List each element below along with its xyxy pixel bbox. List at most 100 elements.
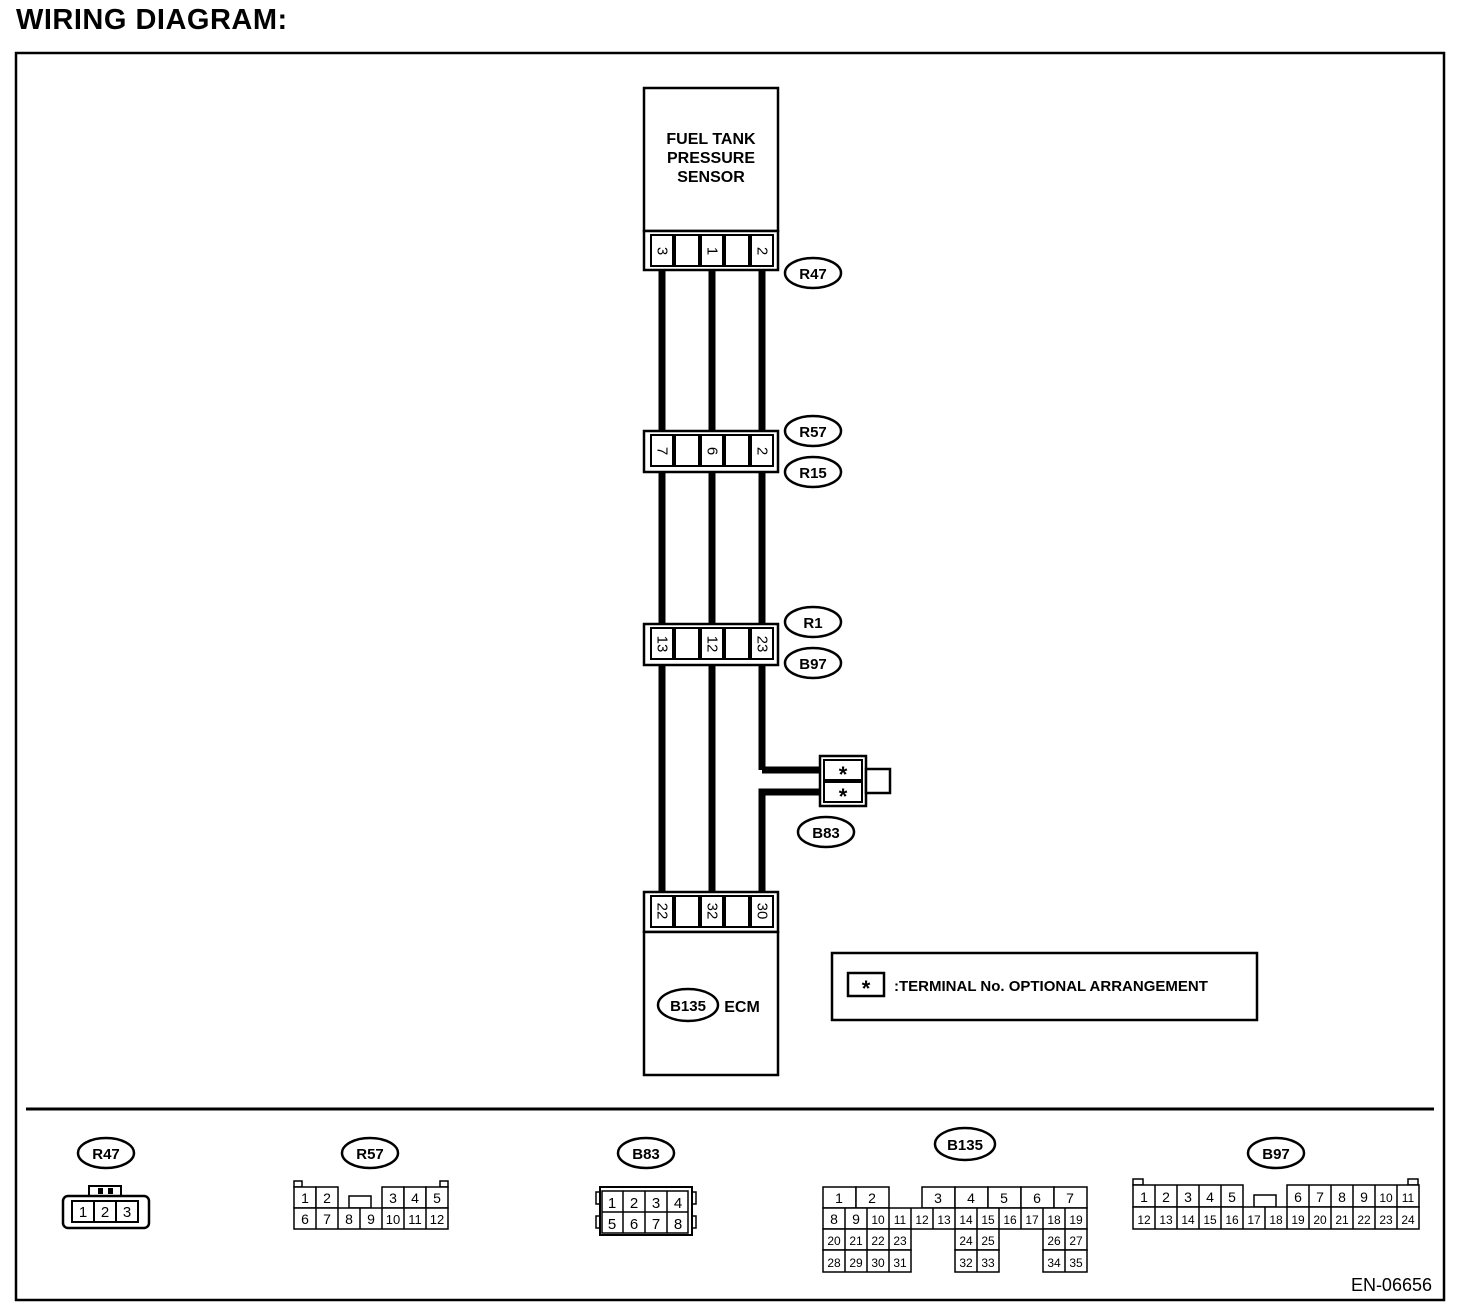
page-title: WIRING DIAGRAM: bbox=[16, 4, 288, 36]
r1-pin-23: 23 bbox=[754, 636, 771, 653]
svg-text:16: 16 bbox=[1003, 1213, 1017, 1227]
face-b135: B135 bbox=[822, 1126, 1088, 1273]
svg-text:23: 23 bbox=[893, 1234, 907, 1248]
sensor-label-line-2: PRESSURE bbox=[667, 150, 755, 167]
svg-text:6: 6 bbox=[1033, 1190, 1041, 1206]
svg-text:25: 25 bbox=[981, 1234, 995, 1248]
r47-pin-2: 2 bbox=[754, 247, 771, 255]
ecm-connector-strip: 22 32 30 bbox=[642, 890, 780, 934]
svg-text:12: 12 bbox=[915, 1213, 929, 1227]
svg-text:R47: R47 bbox=[92, 1146, 120, 1163]
svg-text:5: 5 bbox=[433, 1190, 441, 1206]
tag-r1: R1 bbox=[783, 605, 843, 639]
ecm-box: B135 ECM bbox=[642, 930, 780, 1077]
svg-text:7: 7 bbox=[652, 1216, 660, 1233]
svg-text:26: 26 bbox=[1047, 1234, 1061, 1248]
b135-face-labels: 1 2 3 4 5 6 7 8 9 10 11 12 13 14 15 16 1… bbox=[827, 1190, 1083, 1270]
svg-text:23: 23 bbox=[1379, 1213, 1393, 1227]
svg-text:1: 1 bbox=[79, 1204, 87, 1221]
sensor-label-line-3: SENSOR bbox=[677, 169, 745, 186]
connector-r57-r15: 7 6 2 bbox=[642, 429, 780, 474]
svg-text:18: 18 bbox=[1047, 1213, 1061, 1227]
r47-pin-1: 1 bbox=[704, 247, 721, 255]
face-r57: R57 1 2 3 4 5 6 7 8 9 10 11 12 bbox=[293, 1136, 449, 1230]
svg-text:17: 17 bbox=[1247, 1213, 1261, 1227]
r57-pin-2: 2 bbox=[754, 447, 771, 455]
svg-text:1: 1 bbox=[608, 1195, 616, 1212]
svg-text:6: 6 bbox=[301, 1211, 309, 1227]
svg-text:35: 35 bbox=[1069, 1256, 1083, 1270]
r1-pin-12: 12 bbox=[704, 636, 721, 653]
ecm-connector-tag: B135 bbox=[670, 998, 706, 1015]
svg-text:21: 21 bbox=[1335, 1213, 1349, 1227]
svg-text:34: 34 bbox=[1047, 1256, 1061, 1270]
svg-text:11: 11 bbox=[408, 1212, 422, 1227]
svg-text:7: 7 bbox=[323, 1211, 331, 1227]
svg-text:8: 8 bbox=[674, 1216, 682, 1233]
svg-text:24: 24 bbox=[1401, 1213, 1415, 1227]
svg-text:7: 7 bbox=[1066, 1190, 1074, 1206]
diagram-frame bbox=[14, 51, 1446, 1302]
svg-text:30: 30 bbox=[871, 1256, 885, 1270]
wire-3c-from-b83 bbox=[758, 788, 825, 896]
r57-pin-7: 7 bbox=[654, 447, 671, 455]
svg-text:B83: B83 bbox=[632, 1146, 660, 1163]
svg-text:R1: R1 bbox=[803, 615, 822, 632]
b135-pin-32: 32 bbox=[704, 903, 721, 920]
r57-pin-6: 6 bbox=[704, 447, 721, 455]
svg-text:15: 15 bbox=[1203, 1213, 1217, 1227]
svg-text:3: 3 bbox=[652, 1195, 660, 1212]
tag-b97: B97 bbox=[783, 646, 843, 680]
tag-r15: R15 bbox=[783, 455, 843, 489]
svg-text:5: 5 bbox=[1228, 1189, 1236, 1205]
svg-text:11: 11 bbox=[1402, 1191, 1415, 1205]
tag-r47: R47 bbox=[783, 256, 843, 290]
svg-text:3: 3 bbox=[389, 1190, 397, 1206]
svg-text:17: 17 bbox=[1025, 1213, 1039, 1227]
svg-text:R57: R57 bbox=[799, 424, 827, 441]
svg-text:1: 1 bbox=[835, 1190, 843, 1206]
figure-code: EN-06656 bbox=[1351, 1275, 1432, 1295]
svg-text:20: 20 bbox=[827, 1234, 841, 1248]
ecm-label: ECM bbox=[724, 999, 760, 1016]
svg-text:2: 2 bbox=[101, 1204, 109, 1221]
tag-b83: B83 bbox=[796, 815, 856, 849]
legend-text: :TERMINAL No. OPTIONAL ARRANGEMENT bbox=[894, 978, 1208, 995]
svg-text:15: 15 bbox=[981, 1213, 995, 1227]
svg-text:1: 1 bbox=[1140, 1189, 1148, 1205]
svg-text:3: 3 bbox=[123, 1204, 131, 1221]
svg-text:33: 33 bbox=[981, 1256, 995, 1270]
svg-text:12: 12 bbox=[1137, 1213, 1151, 1227]
svg-text:10: 10 bbox=[1379, 1191, 1393, 1205]
svg-text:4: 4 bbox=[411, 1190, 419, 1206]
sensor-label-line-1: FUEL TANK bbox=[666, 131, 756, 148]
svg-text:B97: B97 bbox=[799, 656, 827, 673]
r1-pin-13: 13 bbox=[654, 636, 671, 653]
svg-text:8: 8 bbox=[1338, 1189, 1346, 1205]
legend-symbol: * bbox=[862, 976, 871, 1001]
svg-text:R47: R47 bbox=[799, 266, 827, 283]
svg-text:14: 14 bbox=[1181, 1213, 1195, 1227]
svg-text:9: 9 bbox=[852, 1211, 860, 1227]
svg-text:13: 13 bbox=[1159, 1213, 1173, 1227]
fuel-tank-pressure-sensor: FUEL TANK PRESSURE SENSOR bbox=[642, 86, 780, 233]
svg-text:5: 5 bbox=[608, 1216, 616, 1233]
b83-pin-b: * bbox=[839, 784, 848, 809]
svg-text:2: 2 bbox=[630, 1195, 638, 1212]
svg-text:22: 22 bbox=[1357, 1213, 1371, 1227]
svg-text:R57: R57 bbox=[356, 1146, 384, 1163]
svg-text:31: 31 bbox=[893, 1256, 907, 1270]
svg-text:9: 9 bbox=[1360, 1189, 1368, 1205]
svg-text:B97: B97 bbox=[1262, 1146, 1290, 1163]
b83-pin-a: * bbox=[839, 762, 848, 787]
svg-text:4: 4 bbox=[674, 1195, 682, 1212]
r47-pin-3: 3 bbox=[654, 247, 671, 255]
svg-text:21: 21 bbox=[849, 1234, 863, 1248]
svg-text:12: 12 bbox=[430, 1212, 444, 1227]
svg-text:13: 13 bbox=[937, 1213, 951, 1227]
svg-text:8: 8 bbox=[830, 1211, 838, 1227]
b135-pin-30: 30 bbox=[754, 903, 771, 920]
svg-text:6: 6 bbox=[1294, 1189, 1302, 1205]
svg-text:18: 18 bbox=[1269, 1213, 1283, 1227]
